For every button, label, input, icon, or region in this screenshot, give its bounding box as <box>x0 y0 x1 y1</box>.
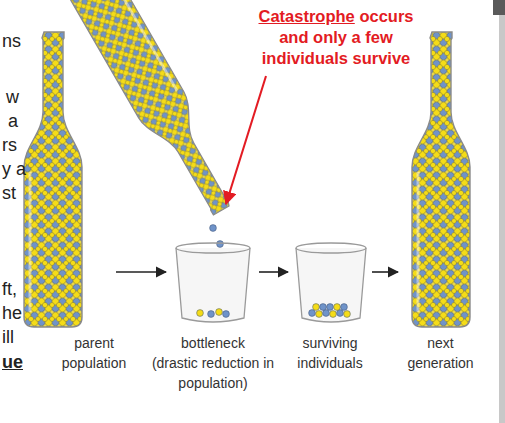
slide-text-fragment: rs <box>2 134 17 156</box>
caption-text: parent population <box>58 333 130 373</box>
caption-text: next generation <box>403 333 478 373</box>
callout-arrow <box>226 76 266 204</box>
slide-text-fragment: he <box>2 302 22 324</box>
stage-caption: next generation <box>403 333 478 373</box>
slide-text-fragment: ns <box>2 30 21 52</box>
next-bottle <box>412 32 470 327</box>
surviving-cup <box>296 243 366 322</box>
pouring-bottle <box>67 0 245 223</box>
slide-corner <box>493 0 505 15</box>
slide-border <box>499 0 505 423</box>
slide-text-fragment: a <box>8 110 18 132</box>
population-stage: parent population <box>22 30 112 385</box>
slide-text-fragment: w <box>6 86 19 108</box>
flow-arrow <box>259 271 288 273</box>
generation-stage: next generation <box>402 30 478 385</box>
bottleneck-cup <box>176 243 250 322</box>
caption-text: (drastic reduction in population) <box>137 353 289 393</box>
flow-arrow <box>372 271 398 273</box>
survivor-stage: surviving individuals <box>292 30 368 385</box>
stage-caption: bottleneck(drastic reduction in populati… <box>137 333 289 393</box>
caption-text: bottleneck <box>137 333 289 353</box>
slide-text-fragment: st <box>2 182 16 204</box>
bottleneck-stage: bottleneck(drastic reduction in populati… <box>170 30 255 385</box>
slide-text-fragment: ue <box>2 351 23 373</box>
parent-bottle <box>24 32 82 327</box>
slide-text-fragment: ft, <box>2 278 17 300</box>
callout-text: Catastrophe occurs and only a few indivi… <box>247 6 425 69</box>
slide-text-fragment: y a <box>2 158 26 180</box>
caption-text: surviving individuals <box>290 333 370 373</box>
stage-caption: surviving individuals <box>290 333 370 373</box>
callout-keyword: Catastrophe <box>259 7 355 25</box>
stage-caption: parent population <box>58 333 130 373</box>
flow-arrow <box>116 271 166 273</box>
slide-text-fragment: ill <box>2 326 14 348</box>
